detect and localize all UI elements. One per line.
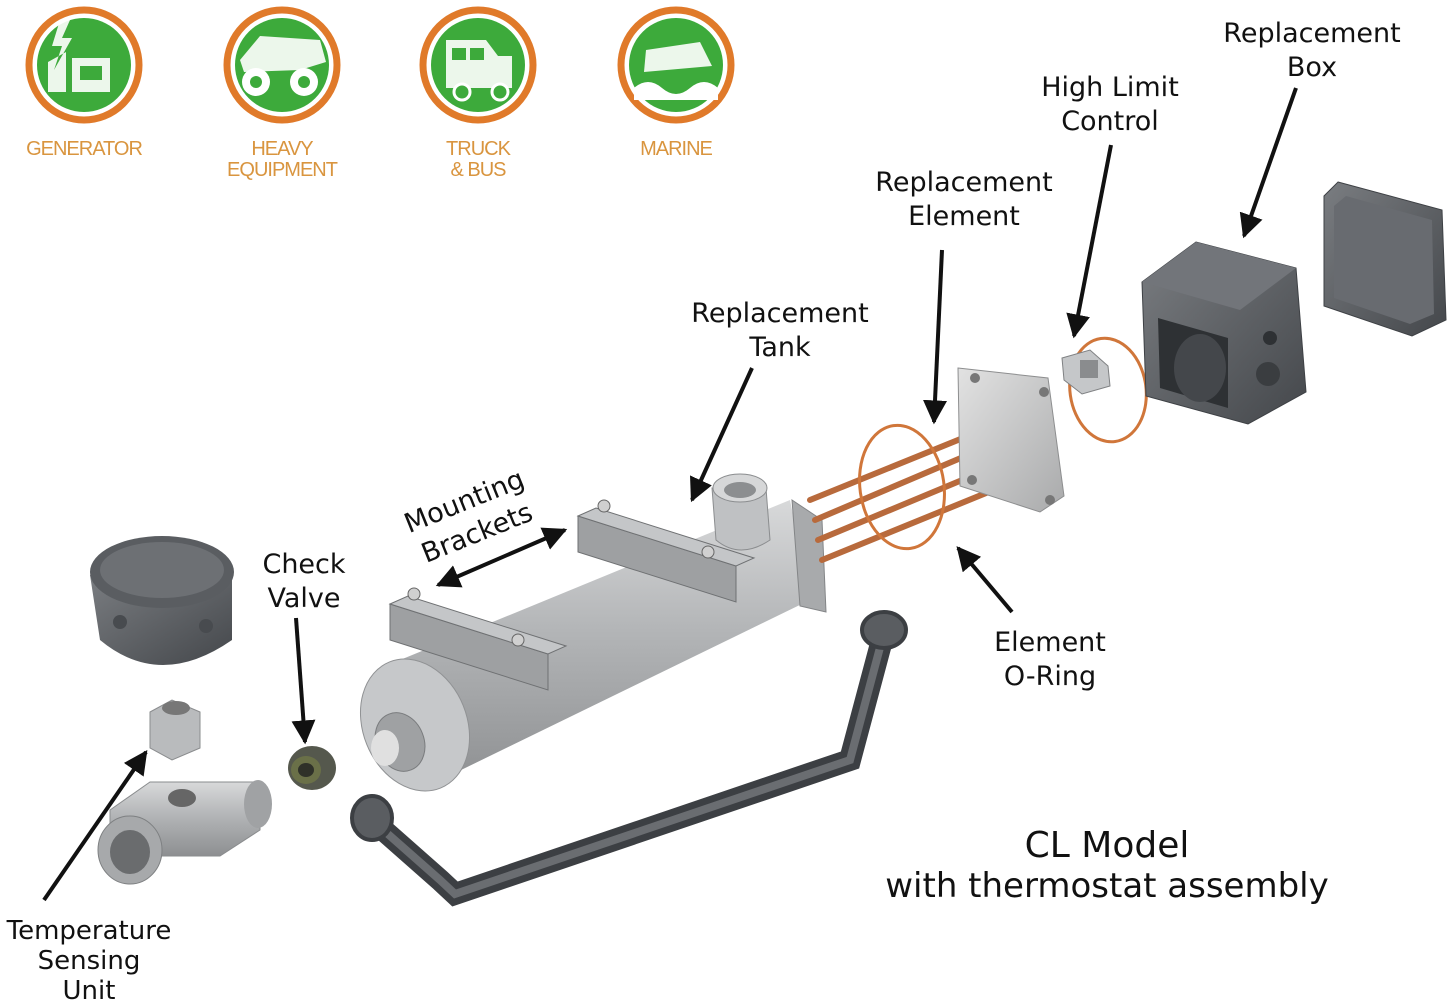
arrow-replacement-box [1239,87,1298,239]
badge-label-generator: GENERATOR [26,138,143,160]
element-o-ring [858,423,946,551]
arrow-check-valve [291,617,316,745]
label-high-limit-control: High Limit Control [1041,72,1179,137]
label-replacement-element: Replacement Element [875,167,1053,232]
annotation-arrows [42,87,1298,902]
mounting-brackets [388,499,756,691]
truck-bus-icon [419,6,537,124]
label-replacement-box: Replacement Box [1223,18,1401,83]
junction-box [90,536,234,665]
model-title: CL Model [1024,825,1190,866]
arrow-temperature-sensing-unit [42,750,148,902]
generator-icon [25,6,143,124]
arrow-replacement-element [923,249,947,425]
heavy-equipment-icon [223,6,341,124]
marine-icon [617,6,735,124]
badge-label-marine: MARINE [640,138,713,160]
arrow-element-o-ring [956,546,1014,614]
label-replacement-tank: Replacement Tank [691,298,869,363]
model-subtitle: with thermostat assembly [885,866,1329,906]
high-limit-control [1061,349,1111,395]
label-check-valve: Check Valve [262,549,346,614]
coolant-hose [350,610,908,907]
badge-label-truck-bus: TRUCK & BUS [446,138,511,181]
check-valve [288,746,336,790]
label-temperature-sensing-unit: Temperature Sensing Unit [6,916,172,1006]
replacement-element [807,367,1065,563]
model-caption: CL Model with thermostat assembly [872,825,1342,907]
temperature-sensing-unit [97,699,272,885]
badge-label-heavy-equipment: HEAVY EQUIPMENT [227,138,338,181]
label-element-o-ring: Element O-Ring [994,627,1106,692]
arrow-high-limit-control [1066,144,1113,339]
arrow-mounting-brackets [435,527,568,588]
box-cover [1323,181,1447,337]
replacement-box [1141,241,1307,425]
arrow-replacement-tank [690,367,754,503]
